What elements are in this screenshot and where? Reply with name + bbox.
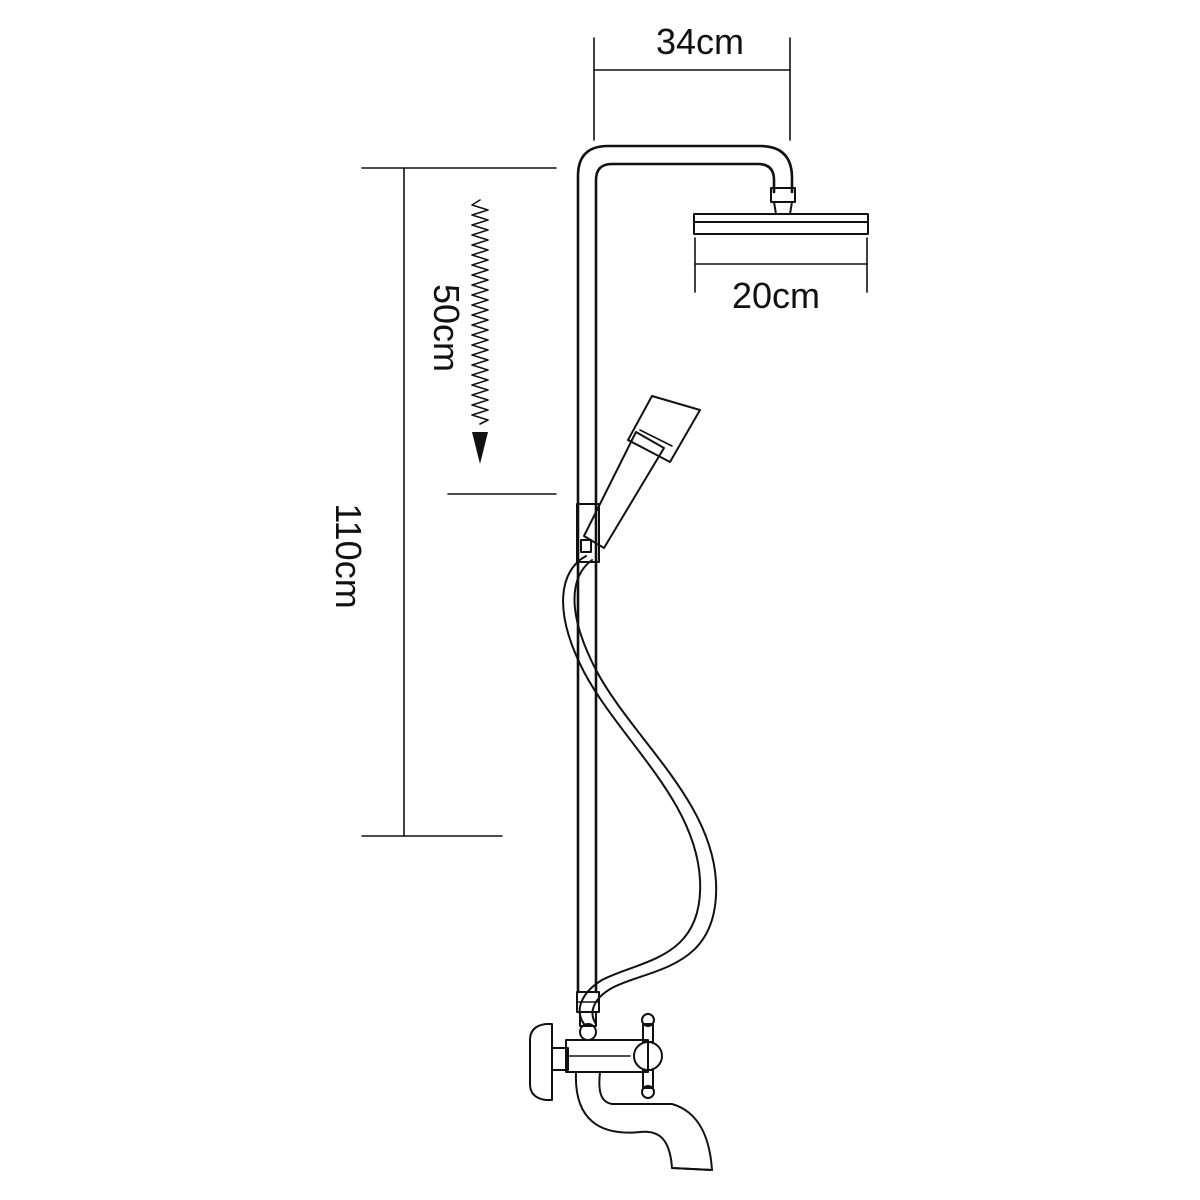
handle-bottom-knob [641, 1085, 655, 1099]
riser-outer [576, 144, 794, 994]
riser-bottom-nut [576, 991, 600, 1041]
flange-connector [551, 1047, 569, 1071]
head-plate [693, 213, 869, 235]
wall-flange [529, 1023, 553, 1101]
flexible-hose [562, 555, 718, 1025]
hose-inner [573, 559, 718, 1025]
riser-pipe [576, 144, 794, 994]
handle-bottom-lever [642, 1069, 654, 1089]
hand-shower-head-joint [639, 429, 673, 447]
arm-width-label: 34cm [656, 21, 744, 62]
riser-inner [594, 162, 776, 994]
handle-top-knob [641, 1013, 655, 1027]
hand-shower [583, 395, 701, 549]
head-connector-nut [770, 187, 796, 203]
dimension-slide-range: 50cm [426, 199, 557, 495]
bracket-hose-clip [580, 539, 592, 553]
total-height-label: 110cm [328, 503, 369, 608]
mixer-valve [529, 1013, 663, 1101]
spout-outlet [671, 1167, 713, 1171]
hose-outer [562, 555, 702, 1025]
head-connector-neck [773, 201, 793, 215]
head-diameter-label: 20cm [732, 275, 820, 316]
hand-shower-handle [583, 431, 665, 549]
hand-shower-head [627, 395, 701, 463]
dimension-arm-width: 34cm [593, 21, 791, 141]
bath-spout [574, 1071, 713, 1171]
riser-nut-stem [579, 1011, 597, 1027]
overhead-shower-head [693, 187, 869, 235]
handle-top-lever [642, 1023, 654, 1043]
slide-range-label: 50cm [426, 284, 467, 372]
dimension-total-height: 110cm [328, 167, 557, 837]
spring-arrow-head [472, 432, 488, 464]
dimension-head-diameter: 20cm [694, 237, 868, 316]
spring-arrow-shaft [471, 199, 489, 425]
